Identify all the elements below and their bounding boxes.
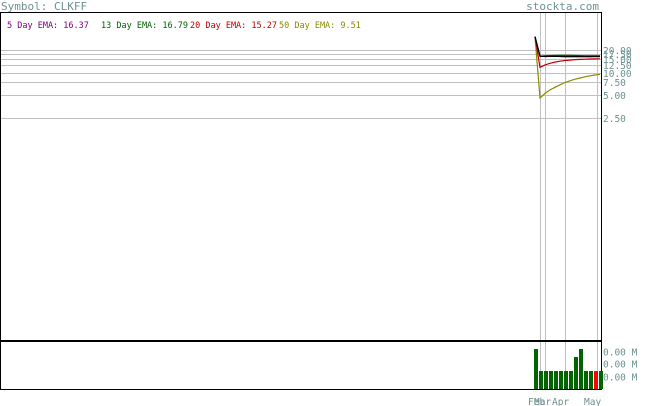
volume-bar bbox=[549, 371, 553, 389]
volume-tick-label: 0.00 M bbox=[603, 360, 638, 371]
y-tick-label: 7.50 bbox=[603, 78, 626, 89]
volume-bar bbox=[554, 371, 558, 389]
13-day-ema-line bbox=[534, 36, 600, 57]
volume-bar bbox=[544, 371, 548, 389]
x-date-label: Mar bbox=[534, 397, 551, 406]
volume-panel-frame bbox=[0, 341, 602, 390]
volume-bar bbox=[539, 371, 543, 389]
volume-bar bbox=[584, 371, 588, 389]
volume-bar bbox=[559, 371, 563, 389]
volume-bar bbox=[574, 357, 578, 389]
y-tick-label: 2.50 bbox=[603, 114, 626, 125]
volume-bar bbox=[564, 371, 568, 389]
symbol-label: Symbol: CLKFF bbox=[1, 0, 87, 13]
y-tick-label: 20.00 bbox=[603, 46, 632, 57]
x-date-label: Feb bbox=[528, 397, 545, 406]
volume-bar bbox=[589, 371, 593, 389]
price-series-lines bbox=[534, 36, 601, 100]
legend-13-day-ema: 13 Day EMA: 16.79 bbox=[101, 21, 188, 31]
volume-bar bbox=[599, 371, 603, 389]
volume-bar bbox=[569, 371, 573, 389]
y-tick-label: 5.00 bbox=[603, 91, 626, 102]
legend-5-day-ema: 5 Day EMA: 16.37 bbox=[7, 21, 89, 31]
y-tick-label: 12.50 bbox=[603, 61, 632, 72]
price-panel-frame bbox=[0, 12, 602, 341]
volume-bar bbox=[594, 371, 598, 389]
volume-bar bbox=[579, 349, 583, 389]
y-tick-label: 17.50 bbox=[603, 50, 632, 61]
50-day-ema-line bbox=[534, 36, 601, 100]
legend-20-day-ema: 20 Day EMA: 15.27 bbox=[190, 21, 277, 31]
price-line bbox=[534, 36, 600, 58]
x-date-label: May bbox=[584, 397, 601, 406]
y-tick-label: 15.00 bbox=[603, 55, 632, 66]
20-day-ema-line bbox=[534, 36, 601, 69]
x-date-label: Apr bbox=[552, 397, 569, 406]
volume-tick-label: 0.00 M bbox=[603, 348, 638, 359]
volume-bars bbox=[534, 349, 603, 389]
brand-label: stockta.com bbox=[526, 0, 599, 13]
legend-50-day-ema: 50 Day EMA: 9.51 bbox=[279, 21, 361, 31]
volume-bar bbox=[534, 349, 538, 389]
y-tick-label: 10.00 bbox=[603, 69, 632, 80]
volume-tick-label: 0.00 M bbox=[603, 373, 638, 384]
